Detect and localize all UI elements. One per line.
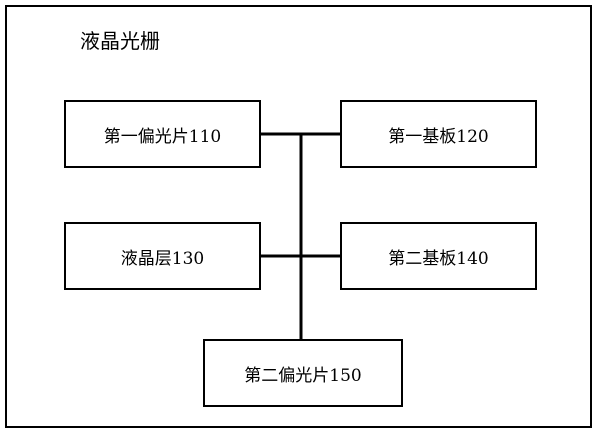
first-substrate-box: 第一基板120 <box>340 100 537 168</box>
first-substrate-label: 第一基板120 <box>388 126 489 147</box>
first-polarizer-label: 第一偏光片110 <box>103 126 222 147</box>
second-polarizer-label: 第二偏光片150 <box>244 365 362 386</box>
diagram-title: 液晶光栅 <box>80 29 160 53</box>
first-polarizer-box: 第一偏光片110 <box>64 100 261 168</box>
second-substrate-label: 第二基板140 <box>388 248 489 269</box>
liquid-crystal-grating-frame <box>5 5 592 428</box>
second-polarizer-box: 第二偏光片150 <box>203 339 403 407</box>
liquid-crystal-layer-label: 液晶层130 <box>120 248 205 269</box>
liquid-crystal-layer-box: 液晶层130 <box>64 222 261 290</box>
second-substrate-box: 第二基板140 <box>340 222 537 290</box>
